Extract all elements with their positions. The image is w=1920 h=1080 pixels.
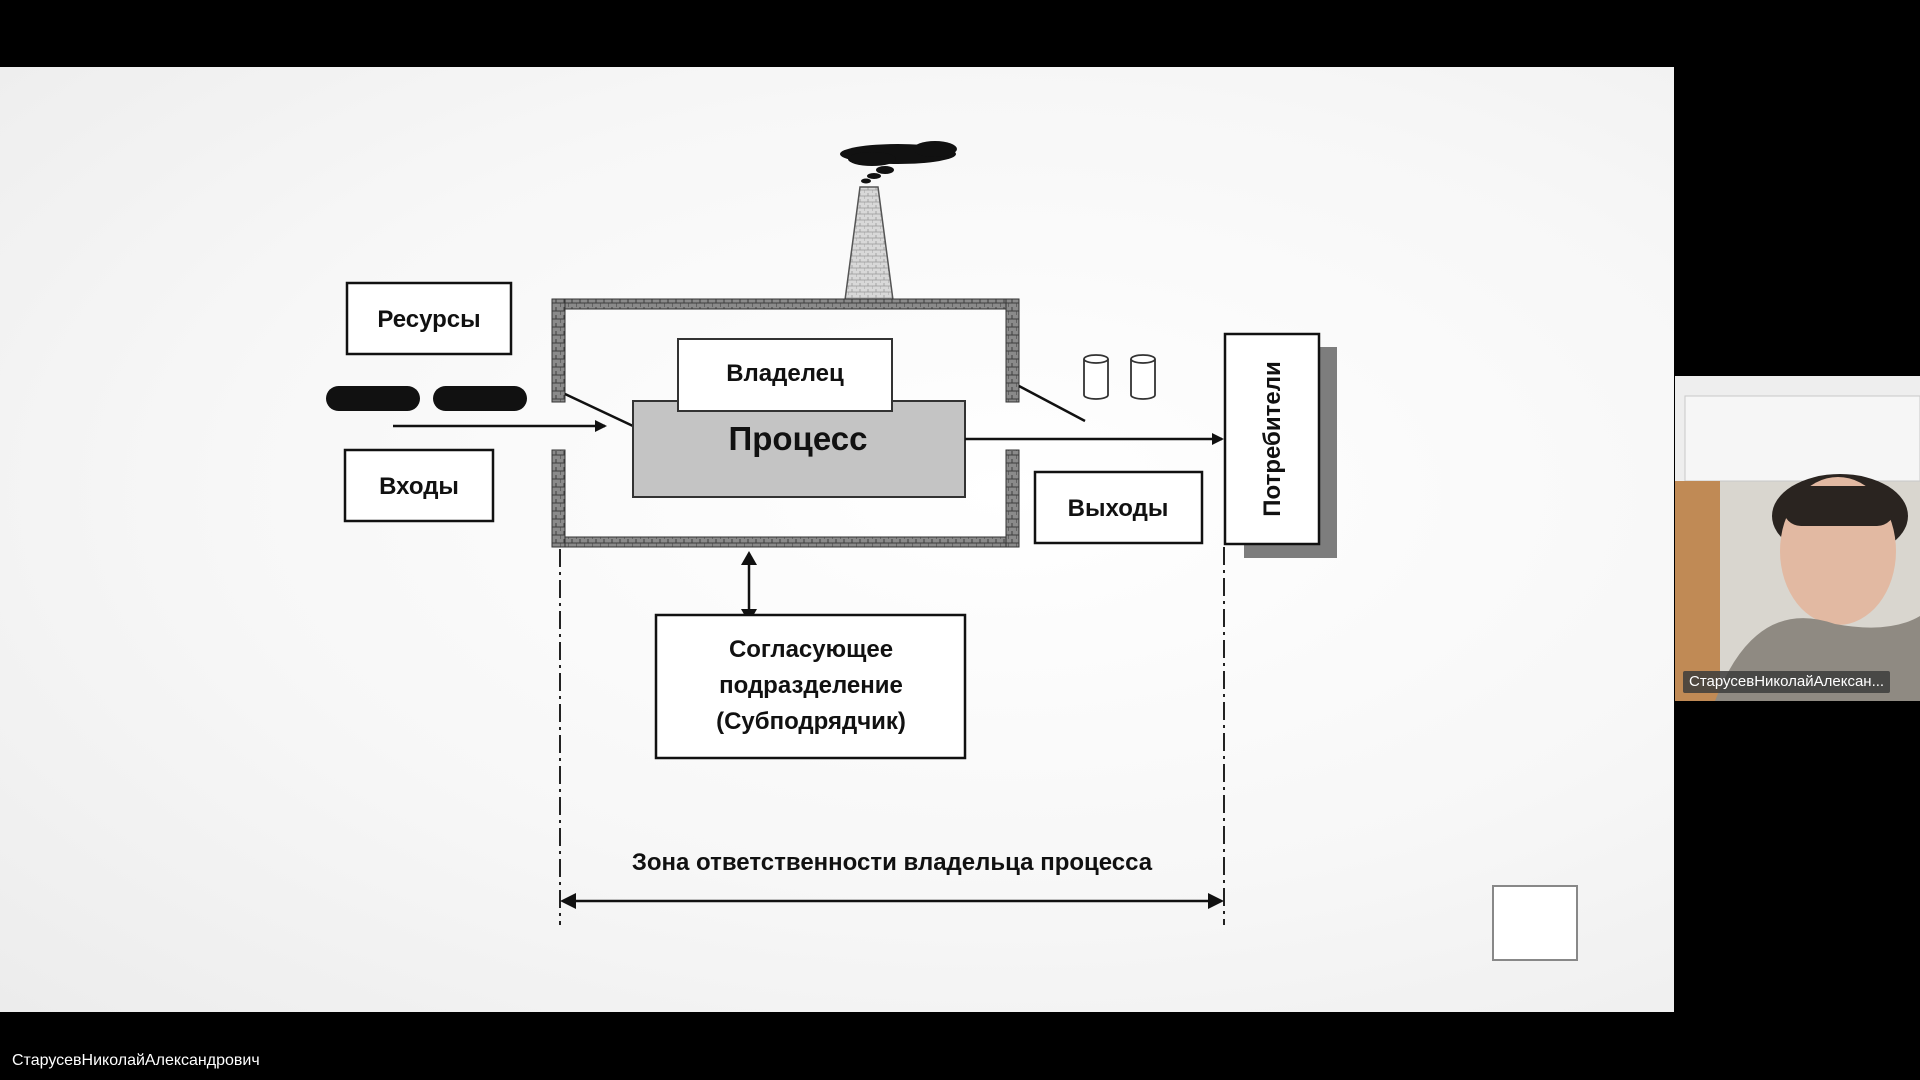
process-box: Процесс bbox=[632, 400, 966, 498]
subcontractor-box: Согласующее подразделение (Субподрядчик) bbox=[654, 613, 967, 760]
webcam-participant-name: СтарусевНиколайАлексан... bbox=[1683, 671, 1891, 693]
outputs-label: Выходы bbox=[1068, 495, 1169, 522]
zone-label: Зона ответственности владельца процесса bbox=[632, 849, 1153, 876]
resource-pills-icon bbox=[326, 386, 527, 411]
building-walls bbox=[551, 298, 1086, 548]
subcontractor-line2: подразделение bbox=[719, 672, 903, 699]
resources-box: Ресурсы bbox=[345, 281, 513, 356]
webcam-video bbox=[1675, 376, 1920, 701]
subcontractor-line3: (Субподрядчик) bbox=[716, 708, 906, 735]
process-diagram: Ресурсы Входы Процесс Владелец bbox=[326, 141, 1337, 925]
webcam-tile[interactable]: СтарусевНиколайАлексан... bbox=[1675, 376, 1920, 701]
zone-arrow bbox=[560, 893, 1224, 909]
presenter-name: СтарусевНиколайАлександрович bbox=[12, 1052, 260, 1069]
resources-label: Ресурсы bbox=[377, 306, 480, 333]
chimney-icon bbox=[844, 186, 894, 301]
smoke-icon bbox=[840, 141, 957, 184]
consumers-box: Потребители bbox=[1223, 332, 1337, 558]
owner-label: Владелец bbox=[726, 360, 844, 387]
outputs-box: Выходы bbox=[1033, 470, 1204, 545]
owner-box: Владелец bbox=[677, 338, 893, 412]
double-arrow bbox=[741, 551, 757, 623]
zone-boundaries bbox=[559, 547, 1225, 925]
slide-nav-button[interactable] bbox=[1492, 885, 1578, 961]
process-label: Процесс bbox=[729, 420, 868, 457]
inputs-box: Входы bbox=[343, 448, 495, 523]
subcontractor-line1: Согласующее bbox=[729, 636, 893, 663]
consumers-label: Потребители bbox=[1259, 361, 1286, 516]
presentation-slide: Ресурсы Входы Процесс Владелец bbox=[0, 67, 1674, 1012]
output-cylinders-icon bbox=[1083, 354, 1156, 400]
inputs-label: Входы bbox=[379, 473, 459, 500]
